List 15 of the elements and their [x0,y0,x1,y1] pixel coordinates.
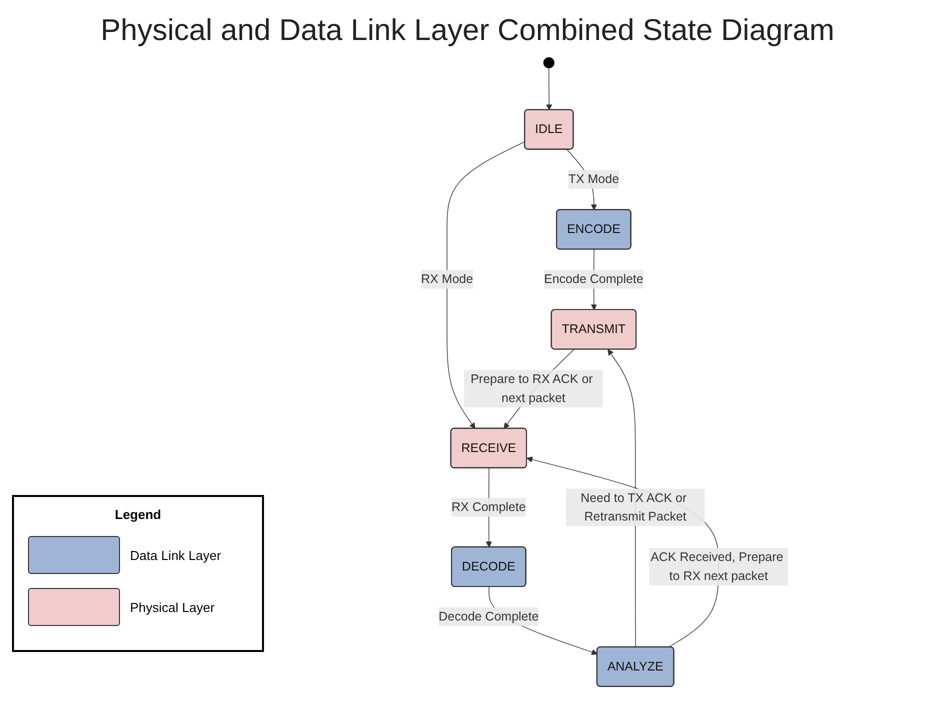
node-circle [543,57,554,68]
legend-label: Physical Layer [130,600,215,614]
edge-label: Encode Complete [544,272,644,286]
edge-label: TX Mode [568,172,620,186]
diagram-title: Physical and Data Link Layer Combined State Diagram [100,14,836,48]
arrow [446,141,526,429]
legend-label: Data Link Layer [130,548,222,562]
edge-label: ACK Received, Prepare to RX next packet [650,550,784,583]
edge-label: Decode Complete [438,609,539,624]
arrow [546,68,552,110]
edge-label: Need to TX ACK or Retransmit Packet [580,490,687,524]
legend-heading: Legend [114,507,162,522]
edge-label: Prepare to RX ACK or next packet [470,372,593,405]
edge-label: RX Mode [420,272,474,286]
edge-label: RX Complete [452,500,526,514]
